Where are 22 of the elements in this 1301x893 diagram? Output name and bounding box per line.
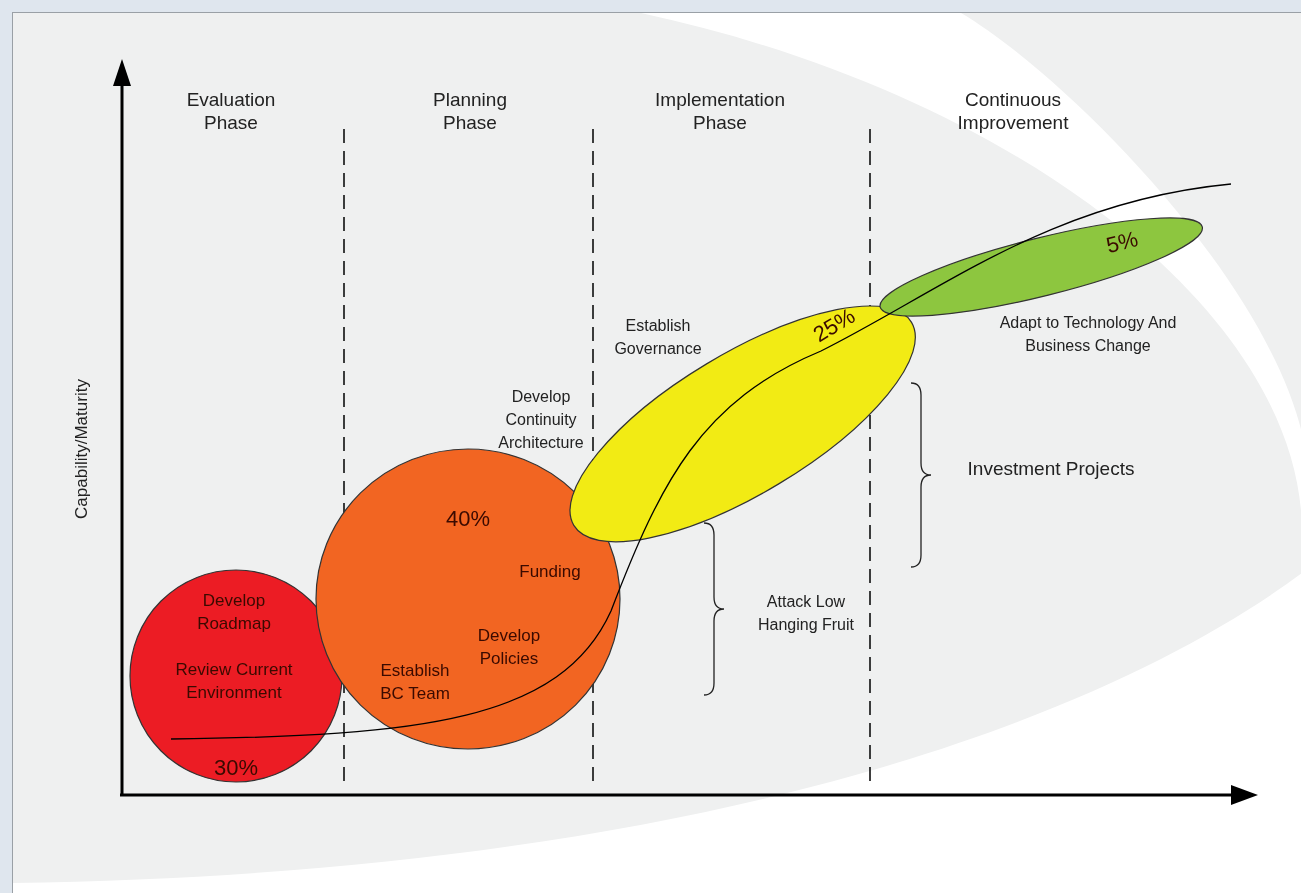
activity-label: Develop Roadmap: [196, 590, 272, 635]
percentage-label: 40%: [444, 506, 491, 530]
activity-label: Funding: [518, 560, 582, 583]
brace-label: Attack Low Hanging Fruit: [756, 592, 855, 635]
activity-label: Review Current Environment: [174, 659, 294, 704]
activity-label: Establish BC Team: [379, 660, 451, 705]
planning-circle: [316, 449, 620, 749]
activity-label: Develop Policies: [476, 625, 542, 670]
phase-heading: Planning Phase: [432, 88, 508, 134]
brace-label: Investment Projects: [966, 456, 1136, 480]
percentage-label: 25%: [807, 301, 861, 350]
percentage-label: 30%: [212, 755, 259, 779]
activity-label: Adapt to Technology And Business Change: [998, 313, 1178, 356]
improvement-ellipse: [879, 217, 1203, 316]
activity-label: Establish Governance: [613, 316, 703, 359]
phase-heading: Evaluation Phase: [185, 88, 277, 134]
activity-label: Develop Continuity Architecture: [497, 386, 585, 453]
evaluation-circle: [130, 570, 342, 782]
percentage-label: 5%: [1102, 225, 1142, 260]
phase-heading: Implementation Phase: [654, 88, 786, 134]
axis-label: Capability/Maturity: [70, 378, 92, 521]
phase-heading: Continuous Improvement: [956, 88, 1070, 134]
